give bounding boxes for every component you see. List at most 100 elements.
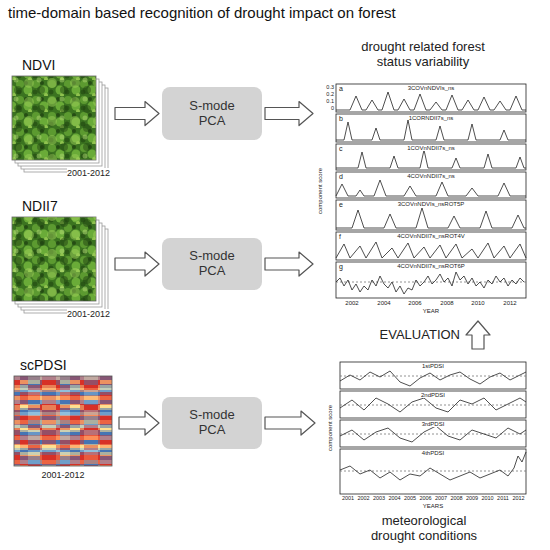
panel-title: 1stPDSI [422,363,444,369]
process-box: S-mode PCA [162,397,262,449]
art-part [340,426,526,442]
node-label: NDVI [22,57,55,73]
axis-tick: 2008 [440,300,453,306]
panel-title: 3rdPDSI [422,421,445,427]
node-label: NDII7 [22,198,58,214]
art-part [336,92,526,110]
axis-title: component score [317,168,323,214]
image-stack: NDVI2001-2012 [10,55,112,180]
panel-letter: d [339,173,343,180]
panel-title: 3COVnNDVIs_nsROT5P [398,201,465,207]
ndvi-image-stack [12,76,108,172]
block-arrow [265,411,315,435]
art-part [14,376,112,466]
panel-letter: c [339,145,343,152]
art-part [12,217,96,301]
chart-panel: meteorological drought conditions [318,352,530,546]
panel-title: 4COVnNDII7s_nsROT4V [397,233,465,239]
axis-tick: 2011 [497,496,509,502]
axis-tick: 2003 [373,496,385,502]
art-part [12,76,96,160]
art-part [336,144,526,170]
axis-tick: 2004 [388,496,400,502]
node-label: scPDSI [20,357,67,373]
panel-letter: e [339,201,343,208]
image-stack: NDII7 2001-2012 [10,196,112,321]
axis-tick: 0.2 [326,92,334,98]
panel-title: 1COVnNDII7s_ns [407,145,455,151]
panel-letter: b [339,115,343,122]
axis-tick: 2005 [404,496,416,502]
panel-letter: a [339,85,343,92]
axis-tick: 0 [331,106,334,112]
art-part [12,76,96,160]
art-part [336,120,526,140]
art-part [336,262,526,298]
panel-title: 1CORNDII7s_ns [409,115,454,121]
axis-title: YEAR [423,308,439,314]
node-label: drought related forest status variabilit… [343,40,503,70]
art-part [340,362,526,389]
block-arrow [115,102,159,126]
block-arrow [466,321,490,349]
forest-chart-panels [336,84,526,298]
axis-title: YEARS [423,503,443,509]
art-part [340,449,526,494]
art-part [336,180,526,196]
art-part [336,172,526,198]
art-part [340,398,526,412]
axis-tick: 2008 [450,496,462,502]
axis-tick: 2001 [342,496,354,502]
axis-tick: 2002 [357,496,369,502]
node-sublabel: 2001-2012 [67,309,110,319]
art-part [336,84,526,112]
art-part [336,208,526,228]
art-part [336,150,526,168]
panel-title: 2ndPDSI [421,392,445,398]
art-part [340,420,526,447]
panel-title: 4thPDSI [422,450,444,456]
block-arrow [265,102,313,126]
block-arrow [115,252,159,276]
axis-tick: 2002 [345,300,358,306]
art-part [14,376,112,466]
art-part [336,272,524,294]
block-arrow [265,252,313,276]
axis-tick: 2012 [512,496,524,502]
axis-tick: 2010 [471,300,484,306]
panel-title: 3COVnNDVIs_ns [408,85,455,91]
axis-tick: 2012 [503,300,516,306]
art-part [12,217,96,301]
axis-tick: 0.3 [326,85,334,91]
axis-tick: 2004 [377,300,390,306]
edge-label: EVALUATION [380,328,460,342]
node-label: meteorological drought conditions [362,514,487,544]
art-part [336,114,526,142]
block-arrow [119,411,159,435]
axis-tick: 2007 [435,496,447,502]
axis-title: component score [327,405,333,451]
node-label: S-mode PCA [184,249,240,279]
heatmap-image: scPDSI 2001-2012 [10,355,116,483]
drought-chart-panels [340,362,526,494]
ndii7-image-stack [12,217,108,313]
process-box: S-mode PCA [162,87,262,140]
diagram-title: time-domain based recognition of drought… [8,4,396,21]
art-part [336,200,526,230]
node-sublabel: 2001-2012 [10,470,116,480]
panel-title: 4COVnNDII7s_ns [407,173,455,179]
art-part [340,376,526,377]
art-part [340,391,526,418]
art-part [336,232,526,260]
axis-tick: 2009 [466,496,478,502]
art-part [14,376,112,466]
panel-letter: g [339,263,343,270]
art-part [340,452,526,480]
node-label: S-mode PCA [184,99,240,129]
panel-title: 4COVnNDII7s_nsROT6P [397,263,465,269]
axis-tick: 2006 [419,496,431,502]
art-part [336,242,526,258]
axis-tick: 0.1 [326,99,334,105]
